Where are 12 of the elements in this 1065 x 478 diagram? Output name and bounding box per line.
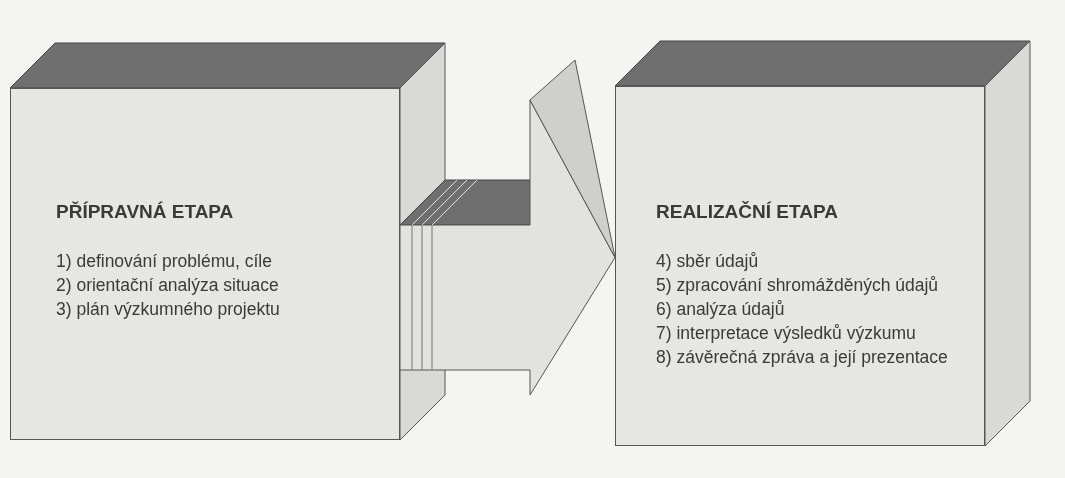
stage-box <box>10 88 400 440</box>
step-item: 6) analýza údajů <box>656 298 785 321</box>
step-item: 5) zpracování shromážděných údajů <box>656 274 939 297</box>
step-item: 7) interpretace výsledků výzkumu <box>656 322 916 345</box>
step-item: 8) závěrečná zpráva a její prezentace <box>656 346 948 369</box>
stage-heading: PŘÍPRAVNÁ ETAPA <box>56 201 234 223</box>
stage-heading: REALIZAČNÍ ETAPA <box>656 201 838 223</box>
step-item: 3) plán výzkumného projektu <box>56 298 280 321</box>
step-item: 4) sběr údajů <box>656 250 759 273</box>
step-item: 1) definování problému, cíle <box>56 250 272 273</box>
stage-box <box>615 86 985 446</box>
step-item: 2) orientační analýza situace <box>56 274 279 297</box>
